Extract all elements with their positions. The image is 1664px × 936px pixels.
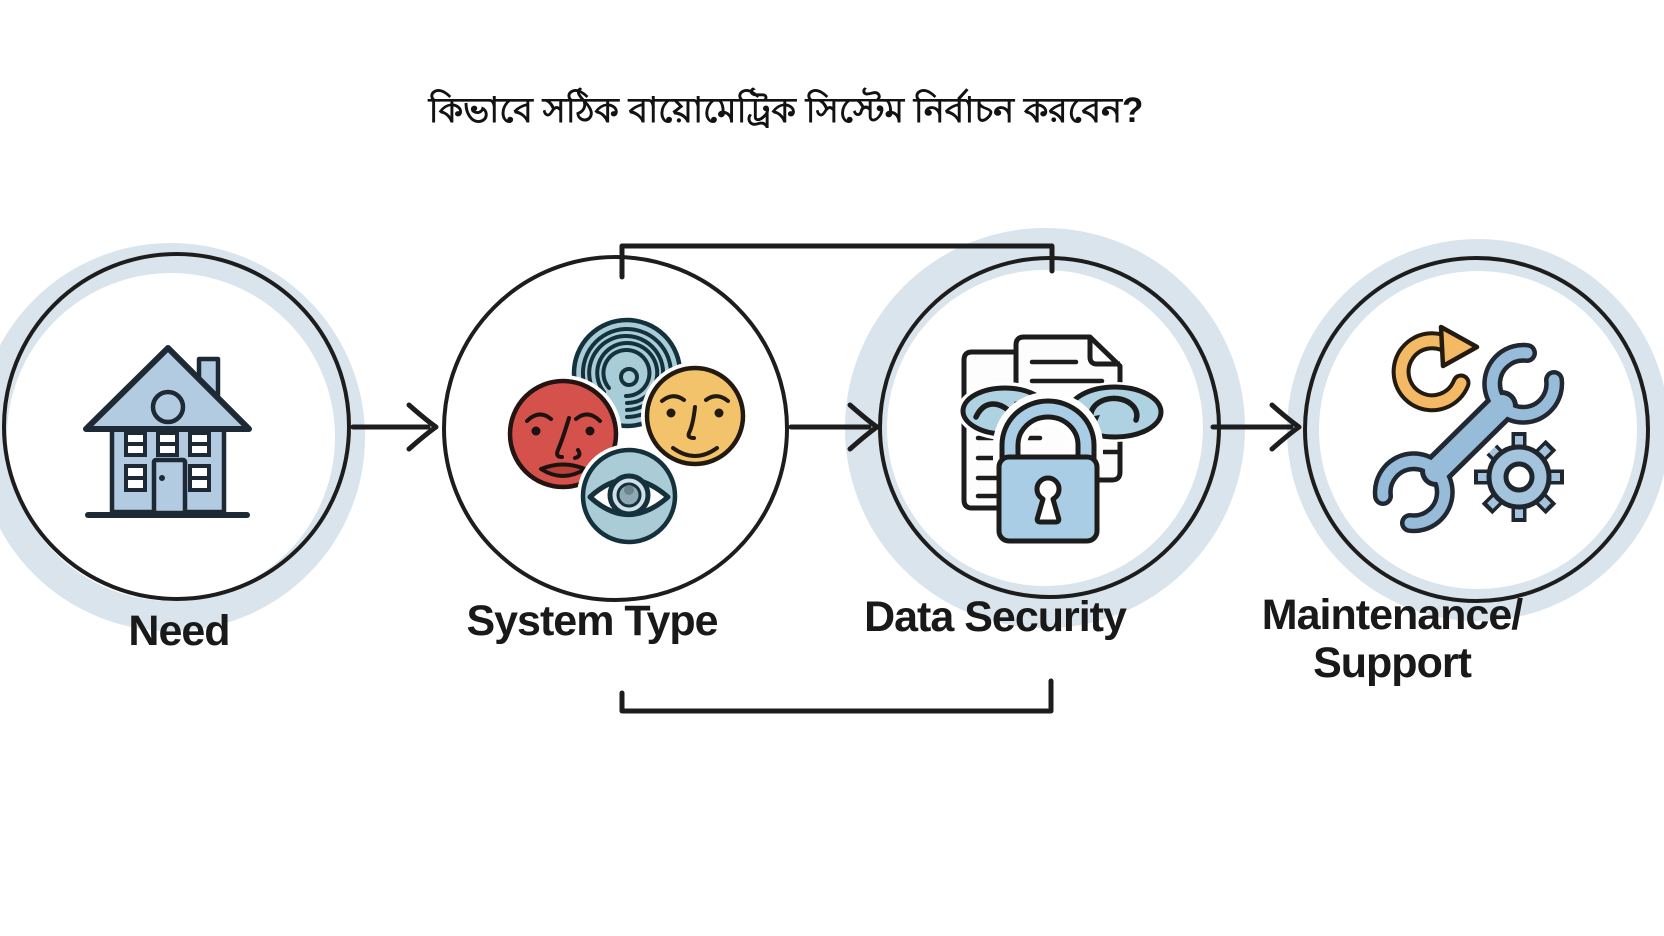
yellow-face-icon xyxy=(641,362,749,470)
maintenance-tools-icon xyxy=(1367,324,1570,539)
biometric-modalities-icon xyxy=(504,317,749,548)
door-knob xyxy=(159,475,165,481)
keyhole xyxy=(1034,475,1062,525)
flow-arrow-1 xyxy=(350,402,439,452)
documents-lock-icon xyxy=(957,334,1167,544)
refresh-arrow-icon xyxy=(1391,324,1480,413)
step-label-need: Need xyxy=(128,607,230,655)
iris-eye-icon xyxy=(577,444,681,548)
step-label-data-security: Data Security xyxy=(864,593,1127,641)
top-bracket-connector xyxy=(619,243,1055,280)
step-outline-circle xyxy=(442,255,789,602)
roof xyxy=(83,345,252,432)
house-icon xyxy=(83,345,252,518)
flow-arrow-2 xyxy=(788,402,880,452)
bottom-bracket-connector xyxy=(619,678,1054,714)
flow-arrow-3 xyxy=(1210,402,1302,452)
step-label-maintenance-support: Maintenance/ Support xyxy=(1261,591,1523,688)
padlock-icon xyxy=(993,392,1103,544)
wrench-icon xyxy=(1367,337,1570,539)
step-outline-circle xyxy=(2,252,351,601)
round-window xyxy=(150,389,186,425)
door xyxy=(151,457,188,516)
gear-icon xyxy=(1474,432,1564,522)
step-outline-circle xyxy=(1303,256,1650,603)
dog-ear-corner xyxy=(1087,337,1120,367)
step-label-system-type: System Type xyxy=(466,597,718,645)
page-title: কিভাবে সঠিক বায়োমেট্রিক সিস্টেম নির্বাচ… xyxy=(428,91,1144,130)
windows xyxy=(124,431,211,492)
